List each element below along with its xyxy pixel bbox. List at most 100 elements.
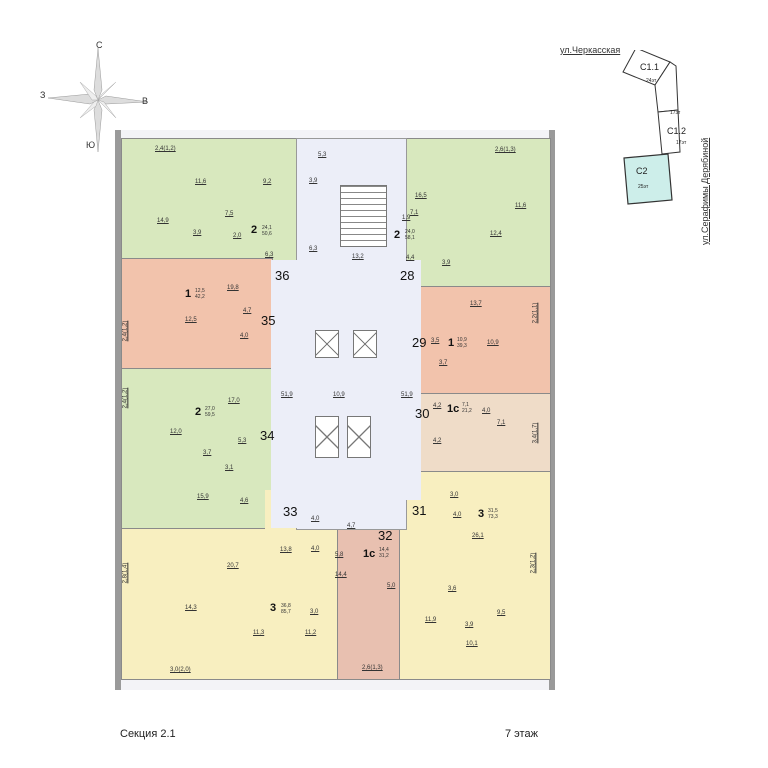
room-area: 4,7 (243, 308, 252, 314)
room-area: 9,2 (263, 179, 272, 185)
room-area: 4,4 (406, 255, 415, 261)
room-area: 4,2 (433, 403, 442, 409)
block-c1-1-floors: 24эт (646, 78, 657, 84)
room-area: 7,1 (410, 210, 419, 216)
apartment-34[interactable] (121, 368, 273, 530)
room-area: 4,6 (240, 498, 249, 504)
room-area: 4,0 (453, 512, 462, 518)
balcony-area: 2,6(1,3) (495, 147, 516, 153)
room-area: 5,0 (387, 583, 396, 589)
corridor-left (271, 260, 301, 528)
apartment-28[interactable] (405, 138, 551, 287)
block-mid-floors: 17эт (670, 110, 681, 116)
room-area: 3,9 (193, 230, 202, 236)
room-area: 3,9 (309, 178, 318, 184)
balcony-area: 2,6(1,3) (362, 665, 383, 671)
room-area: 20,7 (227, 563, 239, 569)
street-top-label: ул.Черкасская (560, 45, 621, 55)
room-area: 12,4 (490, 231, 502, 237)
room-area: 4,0 (311, 546, 320, 552)
room-area: 11,9 (425, 617, 437, 623)
block-c1-2-floors: 17эт (676, 140, 687, 146)
room-area: 14,3 (185, 605, 197, 611)
elevator-shaft (315, 330, 339, 358)
room-area: 2,0 (233, 233, 242, 239)
room-count: 1 (448, 337, 455, 349)
room-area: 11,6 (515, 203, 527, 209)
room-area: 3,0 (450, 492, 459, 498)
apartment-36[interactable] (121, 138, 298, 262)
room-area: 4,0 (482, 408, 491, 414)
apartment-number: 28 (400, 268, 415, 283)
corridor-right (403, 260, 421, 500)
room-area: 3,5 (431, 338, 440, 344)
room-area: 6,3 (309, 246, 318, 252)
room-area: 7,5 (225, 211, 234, 217)
room-count: 1с (363, 548, 376, 560)
room-area: 3,1 (225, 465, 234, 471)
apartment-number: 35 (261, 313, 276, 328)
room-count: 2 (394, 229, 401, 241)
apartment-35[interactable] (121, 258, 273, 370)
room-area: 3,9 (442, 260, 451, 266)
room-area: 4,0 (240, 333, 249, 339)
room-area: 12,0 (170, 429, 182, 435)
room-area: 12,5 (185, 317, 197, 323)
balcony-area: 3,0(2,0) (170, 667, 191, 673)
apartment-29[interactable] (419, 285, 551, 394)
balcony-area: 2,2(1,1) (532, 302, 539, 324)
room-area: 10,9 (487, 340, 499, 346)
room-area: 3,7 (203, 450, 212, 456)
apartment-number: 30 (415, 406, 430, 421)
apartment-32[interactable] (337, 528, 401, 680)
apartment-number: 29 (412, 335, 427, 350)
compass-south: Ю (86, 140, 96, 150)
room-area: 15,9 (197, 494, 209, 500)
room-area: 3,9 (465, 622, 474, 628)
apartment-30[interactable] (419, 392, 551, 472)
room-area: 26,1 (472, 533, 484, 539)
room-area: 13,2 (352, 254, 364, 260)
elevator-shaft (347, 416, 371, 458)
room-area: 51,9 (281, 392, 293, 398)
block-c2-floors: 25эт (638, 184, 649, 190)
room-area: 6,3 (265, 252, 274, 258)
room-count: 3 (478, 508, 485, 520)
room-area: 13,7 (470, 301, 482, 307)
compass-star-icon (47, 47, 149, 153)
room-area: 4,2 (433, 438, 442, 444)
apartment-33[interactable] (121, 528, 338, 680)
block-c2-name: С2 (636, 166, 648, 176)
room-area: 1,9 (402, 215, 411, 221)
room-area: 10,9 (333, 392, 345, 398)
room-area: 3,0 (310, 609, 319, 615)
room-area: 16,5 (415, 193, 427, 199)
room-count: 1с (447, 403, 460, 415)
floor-plan: 5,3 3,9 6,3 13,2 51,9 51,9 10,9 2,4(1,2)… (115, 130, 555, 690)
block-c1-2-name: С1.2 (667, 126, 687, 136)
room-area: 14,4 (335, 572, 347, 578)
room-area: 11,3 (253, 630, 265, 636)
apartment-number: 36 (275, 268, 290, 283)
apartment-number: 34 (260, 428, 275, 443)
room-area: 11,6 (195, 179, 207, 185)
elevator-shaft (353, 330, 377, 358)
apartment-31[interactable] (399, 470, 551, 680)
room-count: 2 (251, 224, 258, 236)
balcony-area: 2,4(1,2) (155, 146, 176, 152)
room-area: 3,6 (448, 586, 457, 592)
room-count: 1 (185, 288, 192, 300)
compass-east: В (142, 96, 149, 106)
section-label: Секция 2.1 (120, 728, 176, 740)
room-area: 5,8 (335, 552, 344, 558)
room-area: 3,7 (439, 360, 448, 366)
room-area: 13,8 (280, 547, 292, 553)
